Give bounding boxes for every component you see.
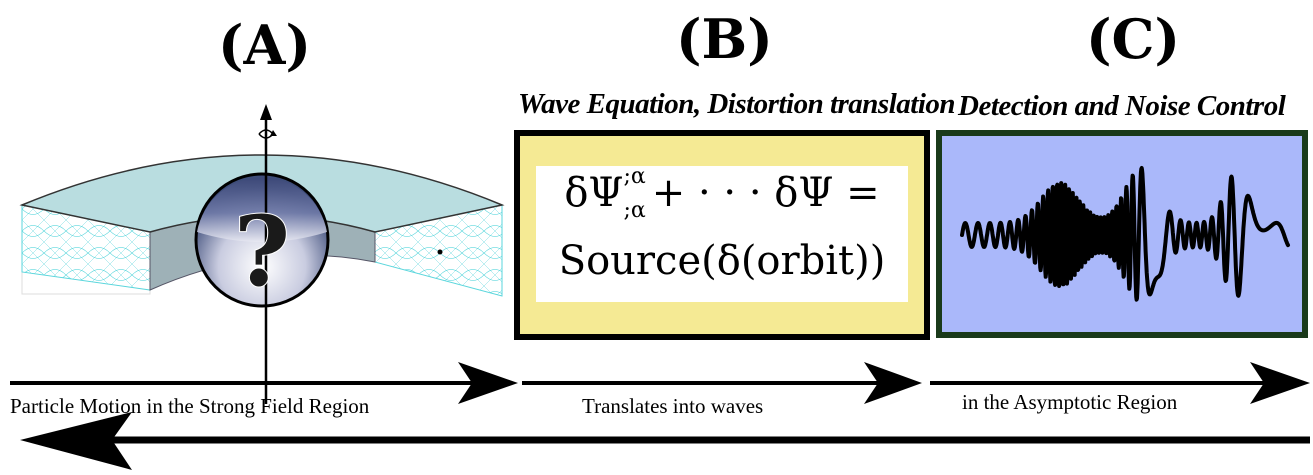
question-mark: ? [234, 195, 290, 308]
equation-psi: δΨ [564, 170, 624, 216]
equation-inner: δΨ;α ;α+ · · · δΨ = Source(δ(orbit)) [536, 166, 908, 302]
arrow-a-head [458, 362, 518, 404]
equation-sup: ;α [623, 164, 646, 190]
arrow-a-caption: Particle Motion in the Strong Field Regi… [10, 394, 370, 418]
panel-label-a: (A) [218, 13, 311, 77]
equation-line-1: δΨ;α ;α+ · · · δΨ = [536, 164, 908, 221]
panel-label-b: (B) [676, 7, 773, 71]
arrow-b-head [864, 362, 922, 404]
feedback-arrow-head [20, 412, 132, 470]
equation-line-2: Source(δ(orbit)) [558, 238, 886, 284]
orbit-dot [437, 249, 443, 255]
arrow-c-caption: in the Asymptotic Region [962, 390, 1178, 414]
arrow-b-caption: Translates into waves [582, 394, 764, 418]
panel-b-subtitle: Wave Equation, Distortion translation [518, 88, 956, 120]
equation-sub: ;α [623, 198, 646, 223]
panel-c-subtitle: Detection and Noise Control [958, 90, 1286, 122]
equation-rest: + · · · δΨ = [651, 170, 880, 216]
panel-label-c: (C) [1086, 7, 1181, 71]
equation-box: δΨ;α ;α+ · · · δΨ = Source(δ(orbit)) [514, 130, 930, 340]
strong-field-illustration: ? [19, 104, 505, 404]
arrow-c-head [1250, 362, 1310, 404]
gravitational-waveform [960, 166, 1290, 302]
